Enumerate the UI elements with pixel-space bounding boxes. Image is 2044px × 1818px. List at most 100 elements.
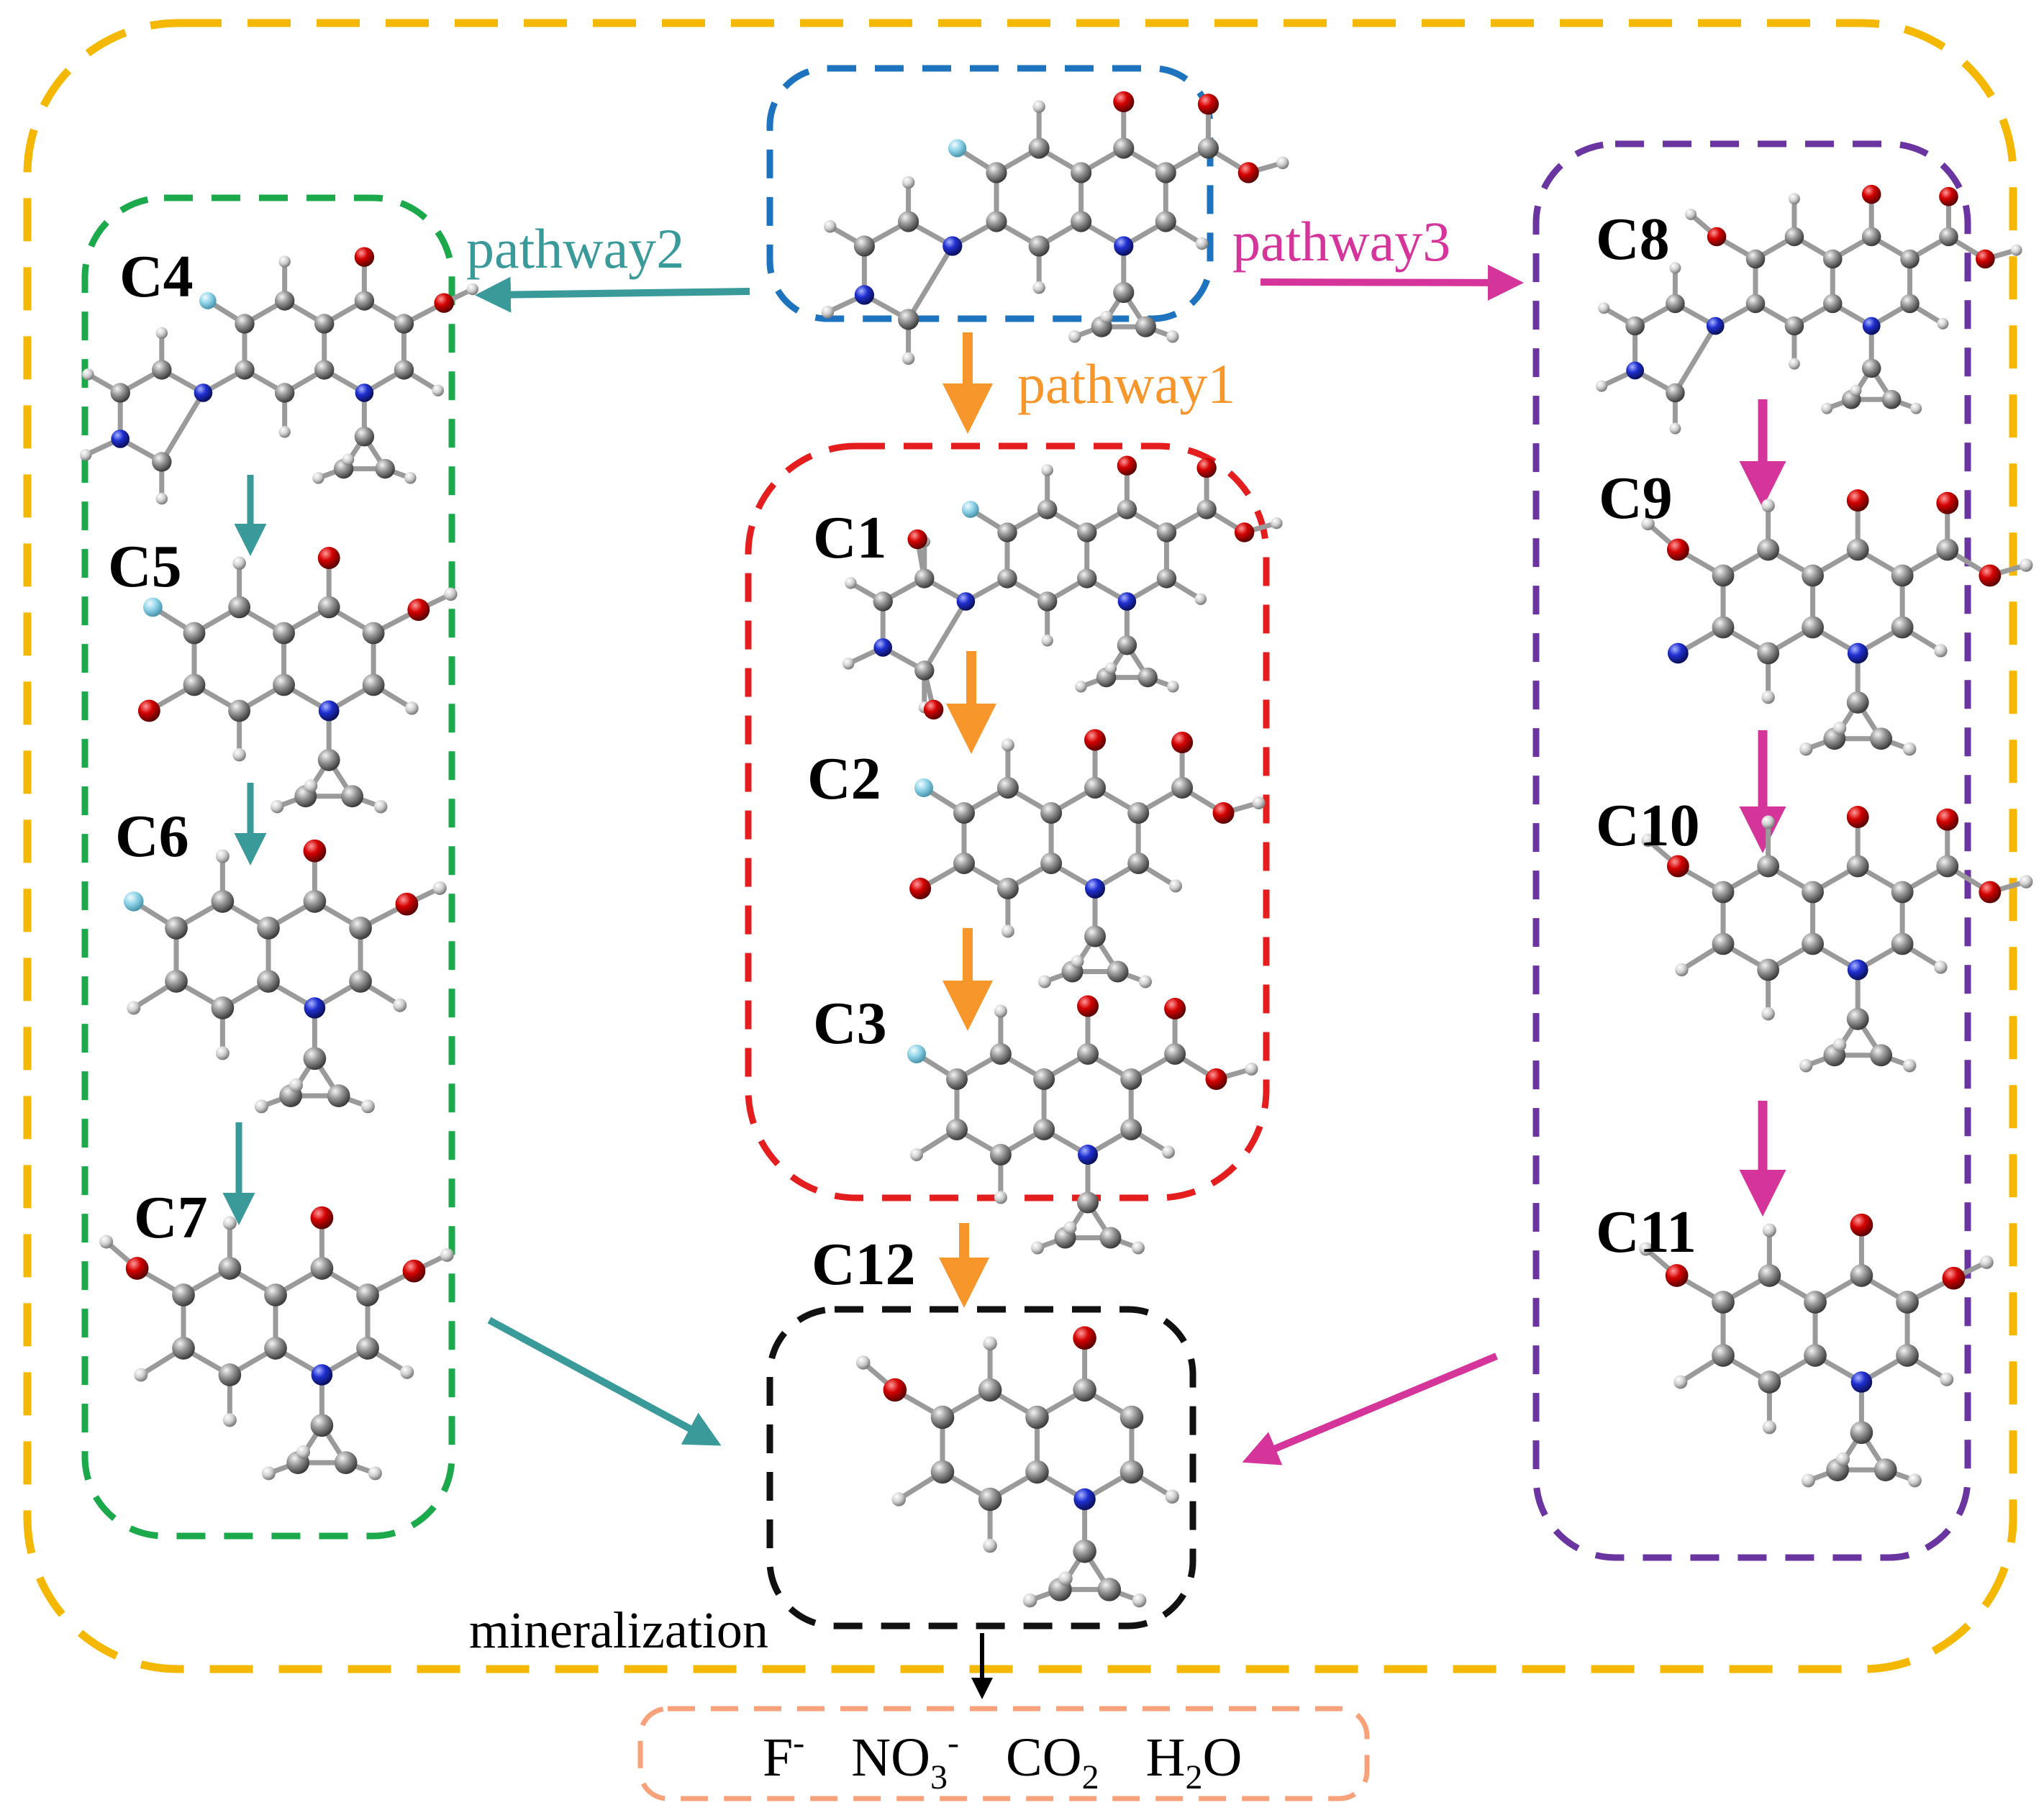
oxygen-atom: [1234, 522, 1255, 542]
carbon-atom: [327, 1084, 350, 1107]
carbon-atom: [165, 970, 188, 993]
carbon-atom: [1119, 1405, 1144, 1430]
hydrogen-atom: [1832, 1038, 1847, 1052]
nitrogen-atom: [956, 592, 976, 611]
carbon-atom: [317, 596, 340, 619]
oxygen-atom: [1942, 1266, 1966, 1290]
nitrogen-atom: [1117, 592, 1137, 611]
hydrogen-atom: [1032, 100, 1045, 113]
oxygen-atom: [1212, 802, 1235, 824]
bond: [159, 390, 206, 465]
carbon-atom: [1119, 1460, 1144, 1484]
hydrogen-atom: [891, 1492, 906, 1506]
carbon-atom: [264, 1337, 287, 1360]
label-c7: C7: [134, 1184, 208, 1251]
carbon-atom: [1822, 249, 1843, 269]
carbon-atom: [1666, 294, 1685, 314]
carbon-atom: [1025, 1460, 1049, 1484]
carbon-atom: [228, 699, 251, 722]
hydrogen-atom: [1165, 1489, 1179, 1504]
hydrogen-atom: [1162, 1145, 1175, 1159]
carbon-atom: [1077, 568, 1097, 588]
oxygen-atom: [137, 699, 160, 722]
hydrogen-atom: [400, 1365, 414, 1379]
carbon-atom: [1097, 1578, 1122, 1601]
carbon-atom: [228, 596, 251, 619]
carbon-atom: [1156, 568, 1177, 588]
carbon-atom: [394, 360, 414, 380]
carbon-atom: [1033, 1119, 1055, 1140]
carbon-atom: [1127, 802, 1150, 824]
carbon-atom: [218, 1363, 242, 1386]
carbon-atom: [1127, 853, 1150, 874]
hydrogen-atom: [304, 779, 318, 793]
oxygen-atom: [407, 599, 430, 622]
hydrogen-atom: [278, 426, 291, 438]
carbon-atom: [274, 291, 295, 311]
oxygen-atom: [1979, 881, 2002, 904]
fluorine-atom: [124, 891, 144, 912]
carbon-atom: [356, 1283, 379, 1306]
hydrogen-atom: [1041, 464, 1053, 476]
label-c3: C3: [813, 990, 887, 1057]
carbon-atom: [1028, 137, 1050, 159]
hydrogen-atom: [360, 1099, 375, 1114]
hydrogen-atom: [1910, 402, 1922, 414]
label-c4: C4: [119, 243, 194, 310]
carbon-atom: [1099, 1227, 1122, 1249]
hydrogen-atom: [444, 587, 458, 601]
oxygen-atom: [125, 1257, 149, 1280]
carbon-atom: [303, 1047, 327, 1071]
hydrogen-atom: [2010, 244, 2022, 256]
carbon-atom: [1802, 616, 1824, 639]
carbon-atom: [953, 853, 975, 874]
pathway3-label: pathway3: [1232, 210, 1450, 273]
carbon-atom: [1073, 1378, 1096, 1402]
hydrogen-atom: [1801, 1473, 1815, 1488]
hydrogen-atom: [373, 799, 388, 814]
carbon-atom: [1870, 1044, 1893, 1067]
carbon-atom: [1804, 1344, 1827, 1367]
hydrogen-atom: [842, 658, 855, 670]
nitrogen-atom: [1073, 1488, 1096, 1511]
carbon-atom: [1804, 1291, 1827, 1314]
oxygen-atom: [1205, 1068, 1227, 1090]
label-c1: C1: [813, 504, 887, 571]
nitrogen-atom: [111, 429, 130, 448]
hydrogen-atom: [1068, 330, 1081, 343]
oxygen-atom: [1113, 91, 1135, 112]
hydrogen-atom: [270, 799, 284, 814]
hydrogen-atom: [215, 1046, 230, 1060]
label-c2: C2: [807, 745, 881, 812]
hydrogen-atom: [1937, 317, 1949, 329]
nitrogen-atom: [854, 285, 874, 305]
nitrogen-atom: [873, 638, 892, 657]
nitrogen-atom: [1626, 361, 1645, 380]
oxygen-atom: [1979, 564, 2002, 587]
pathway-arrows: [222, 264, 1786, 1699]
hydrogen-atom: [368, 1466, 382, 1481]
oxygen-atom: [1164, 998, 1186, 1019]
hydrogen-atom: [1675, 963, 1689, 977]
final-products: F- NO3- CO2 H2O: [763, 1706, 1242, 1801]
hydrogen-atom: [1788, 193, 1800, 205]
carbon-atom: [1666, 383, 1685, 403]
oxygen-atom: [1846, 806, 1869, 829]
nitrogen-atom: [1085, 878, 1105, 899]
carbon-atom: [362, 673, 385, 696]
carbon-atom: [1137, 667, 1158, 688]
hydrogen-atom: [1669, 422, 1681, 435]
product-water: H: [1146, 1727, 1186, 1788]
carbon-atom: [946, 1068, 968, 1090]
hydrogen-atom: [261, 1466, 276, 1481]
hydrogen-atom: [1761, 499, 1775, 513]
nitrogen-atom: [355, 383, 374, 402]
bond: [906, 243, 955, 322]
carbon-atom: [1757, 958, 1780, 981]
carbon-atom: [1712, 1344, 1735, 1367]
hydrogen-atom: [1276, 156, 1289, 170]
nitrogen-atom: [1850, 1371, 1873, 1393]
carbon-atom: [218, 1257, 242, 1280]
carbon-atom: [1861, 227, 1881, 247]
hydrogen-atom: [1071, 955, 1084, 968]
